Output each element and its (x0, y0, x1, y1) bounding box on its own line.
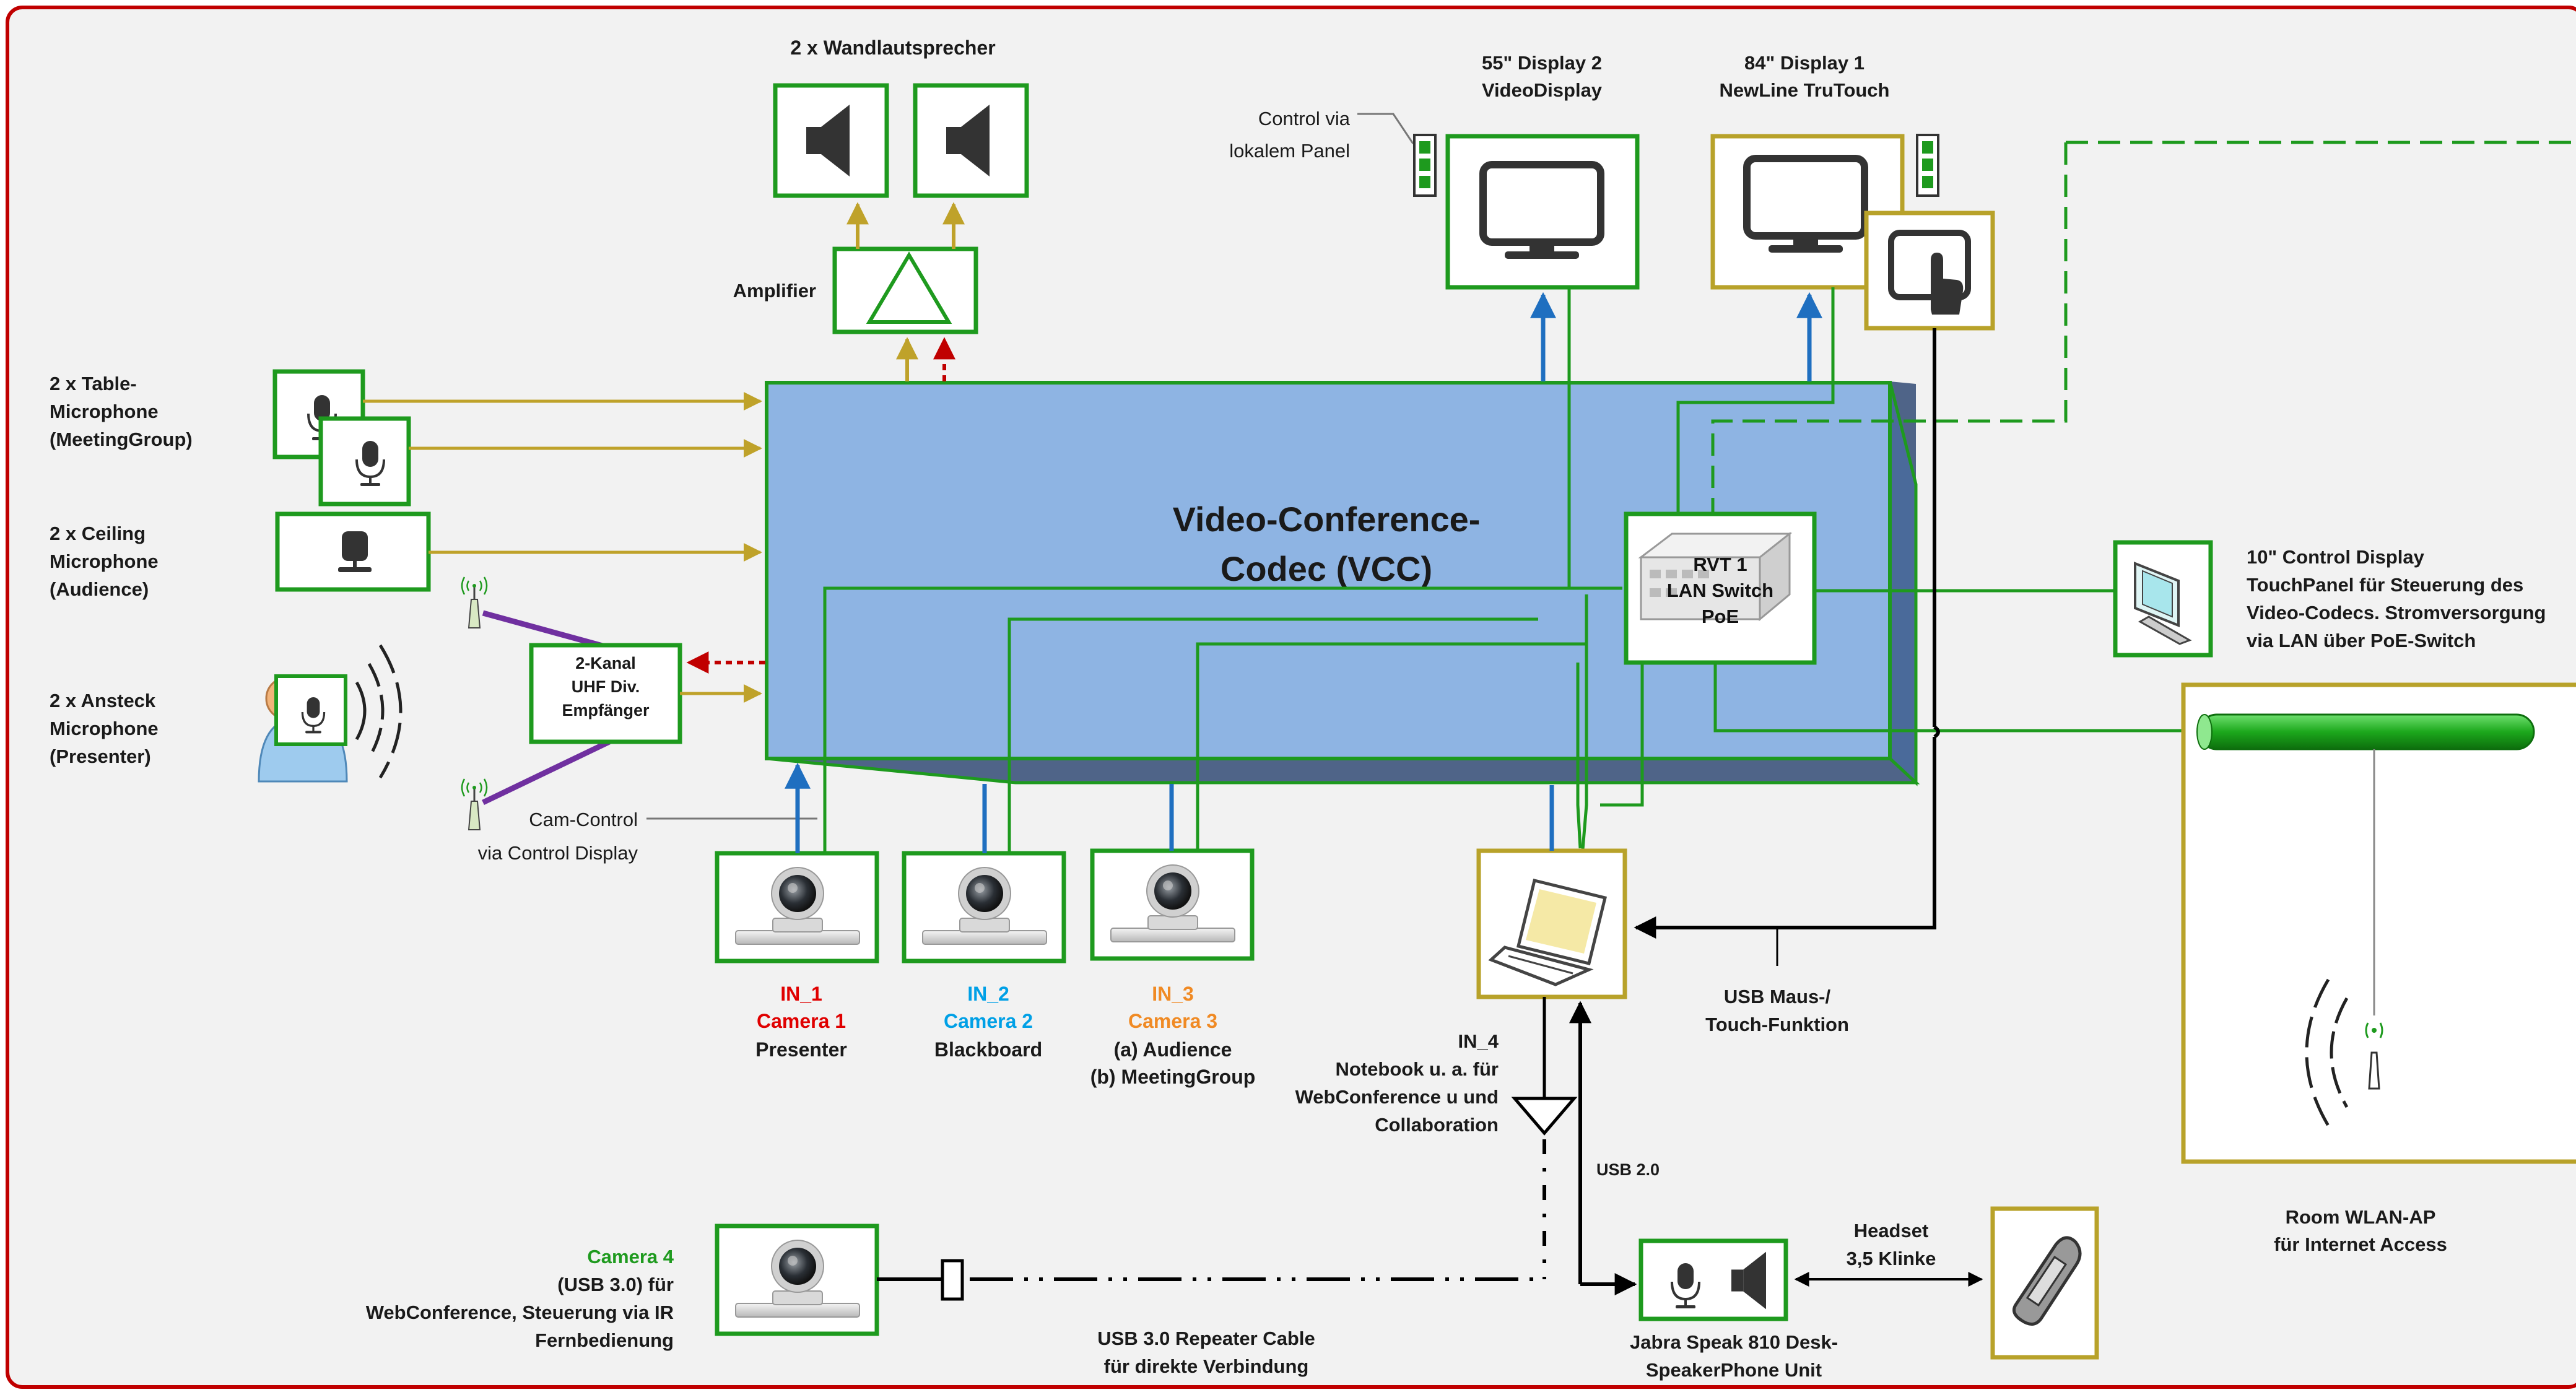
table-mic-line1: 2 x Table- (50, 373, 137, 394)
wlan-line2: für Internet Access (2274, 1233, 2447, 1255)
uhf-line1: 2-Kanal (575, 654, 636, 672)
notebook-line1: IN_4 (1458, 1030, 1499, 1052)
display2-title-line1: 55" Display 2 (1482, 52, 1602, 74)
codec-block: Video-Conference- Codec (VCC) (765, 381, 1920, 786)
jabra-box (1638, 1238, 1788, 1321)
control-display-line3: Video-Codecs. Stromversorgung (2247, 602, 2546, 624)
repeater-plug-icon (941, 1259, 964, 1301)
camera1-desc-label: Presenter (755, 1038, 847, 1061)
headset-line2: 3,5 Klinke (1847, 1248, 1936, 1269)
display1-title-line2: NewLine TruTouch (1720, 79, 1890, 101)
control-display-line1: 10" Control Display (2247, 546, 2425, 568)
speaker-right (913, 83, 1029, 198)
jabra-line2: SpeakerPhone Unit (1646, 1359, 1822, 1381)
headset-phone-icon (2012, 1236, 2082, 1326)
touchpanel-icon (2134, 562, 2192, 645)
control-display-line4: via LAN über PoE-Switch (2247, 630, 2476, 651)
camera3-box (1090, 848, 1255, 961)
control-display-line2: TouchPanel für Steuerung des (2247, 574, 2523, 596)
display2-control-line2: lokalem Panel (1229, 140, 1350, 162)
amplifier-label: Amplifier (733, 280, 816, 302)
laptop-icon (1488, 878, 1608, 986)
codec-title-line2: Codec (VCC) (1221, 549, 1432, 588)
codec-title-line1: Video-Conference- (1173, 500, 1481, 539)
camera3-in-label: IN_3 (1152, 983, 1194, 1005)
camera1-in-label: IN_1 (780, 983, 822, 1005)
monitor-icon (1747, 159, 1865, 253)
camera4-line3: WebConference, Steuerung via IR (366, 1302, 674, 1323)
control-display-box (2113, 540, 2213, 658)
switch-line3: PoE (1702, 606, 1739, 627)
lan-switch-box: RVT 1 LAN Switch PoE (1624, 511, 1817, 665)
switch-line2: LAN Switch (1667, 580, 1773, 601)
camera4-line4: Fernbedienung (535, 1329, 674, 1351)
repeater-line2: für direkte Verbindung (1104, 1355, 1309, 1377)
camera1-box (715, 851, 879, 963)
usb-touch-line2: Touch-Funktion (1705, 1014, 1849, 1035)
uhf-line2: UHF Div. (572, 677, 640, 696)
cam-control-line1: Cam-Control (529, 809, 638, 830)
camera3-name-label: Camera 3 (1128, 1010, 1217, 1032)
ceiling-antenna-icon (2305, 978, 2383, 1127)
ceiling-mic-box (275, 511, 431, 592)
camera2-name-label: Camera 2 (944, 1010, 1033, 1032)
display1-panel-icon (1916, 134, 1939, 197)
ceiling-mic-icon (338, 531, 372, 572)
headset-box (1990, 1206, 2099, 1360)
access-point-tube-icon (2198, 713, 2535, 750)
wlan-room-box (2181, 682, 2576, 1164)
notebook-line3: WebConference u und (1295, 1086, 1499, 1108)
amplifier (832, 246, 978, 334)
ansteck-mic-line1: 2 x Ansteck (50, 690, 156, 711)
jabra-line1: Jabra Speak 810 Desk- (1630, 1331, 1838, 1353)
amplifier-triangle-icon (866, 251, 952, 324)
ansteck-mic-line3: (Presenter) (50, 746, 151, 767)
uhf-line3: Empfänger (562, 701, 650, 720)
table-mic-line3: (MeetingGroup) (50, 428, 193, 450)
camera1-name-label: Camera 1 (757, 1010, 846, 1032)
speaker-left (773, 83, 889, 198)
switch-icon (1638, 531, 1793, 622)
camera2-in-label: IN_2 (967, 983, 1009, 1005)
headset-line1: Headset (1854, 1220, 1929, 1241)
ceiling-mic-line2: Microphone (50, 550, 159, 572)
ceiling-mic-line3: (Audience) (50, 578, 149, 600)
usb2-label: USB 2.0 (1596, 1160, 1660, 1179)
camera2-box (902, 851, 1066, 963)
repeater-line1: USB 3.0 Repeater Cable (1097, 1328, 1315, 1349)
display2-box (1445, 134, 1640, 290)
usb3-repeater-cable (877, 1139, 1546, 1281)
table-mic-box-2 (318, 416, 411, 507)
notebook-line4: Collaboration (1375, 1114, 1499, 1136)
uhf-receiver-box: 2-Kanal UHF Div. Empfänger (529, 643, 682, 744)
cam-control-line2: via Control Display (478, 842, 638, 864)
ansteck-mic-line2: Microphone (50, 718, 159, 739)
speakers-label: 2 x Wandlautsprecher (790, 37, 995, 59)
camera3-desc2-label: (b) MeetingGroup (1090, 1066, 1256, 1088)
camera3-desc-label: (a) Audience (1114, 1038, 1232, 1061)
camera2-desc-label: Blackboard (934, 1038, 1042, 1061)
camera4-box (715, 1224, 879, 1336)
switch-line1: RVT 1 (1693, 554, 1747, 575)
display2-control-line1: Control via (1258, 108, 1351, 129)
usb-touch-line (1634, 328, 1940, 966)
usb-touch-line1: USB Maus-/ (1724, 986, 1831, 1007)
camera4-line2: (USB 3.0) für (557, 1274, 674, 1295)
notebook-line2: Notebook u. a. für (1336, 1058, 1499, 1080)
display2-title-line2: VideoDisplay (1482, 79, 1603, 101)
display1-title-line1: 84" Display 1 (1744, 52, 1865, 74)
camera4-title: Camera 4 (587, 1246, 674, 1267)
ceiling-mic-line1: 2 x Ceiling (50, 523, 146, 544)
touch-panel-box (1864, 211, 1995, 331)
local-panel-icon (1413, 134, 1437, 197)
wlan-line1: Room WLAN-AP (2286, 1206, 2436, 1228)
usb-connector-icon (1511, 1097, 1578, 1136)
notebook-box (1476, 848, 1627, 999)
presenter-person-icon (258, 644, 402, 783)
monitor-icon (1483, 165, 1601, 259)
table-mic-line2: Microphone (50, 401, 159, 422)
